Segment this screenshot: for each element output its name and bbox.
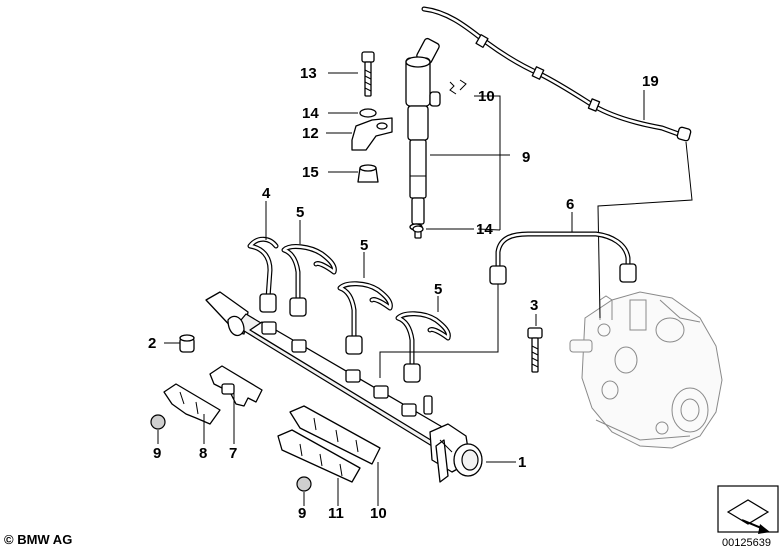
part-label-5a: 5: [296, 204, 304, 221]
injection-pipe-4: [247, 236, 279, 313]
part-label-15: 12: [302, 125, 319, 142]
clamp-11: [277, 429, 361, 483]
part-label-19: 19: [642, 73, 659, 90]
leak-off-line: [421, 6, 693, 319]
part-label-14: 14: [476, 221, 493, 238]
part-label-18: 15: [302, 164, 319, 181]
part-label-17: 14: [302, 105, 319, 122]
part-label-3: 3: [530, 297, 538, 314]
clamp-10: [289, 405, 381, 465]
part-label-4: 4: [262, 185, 271, 202]
part-label-12: 9: [522, 149, 530, 166]
bracket-7: [209, 365, 263, 407]
clamp-15: [351, 117, 393, 151]
injection-pipe-5c: [395, 311, 451, 383]
part-label-2: 2: [148, 335, 156, 352]
reference-number: 00125639: [722, 537, 771, 549]
injection-pipe-5b: [337, 281, 393, 355]
fuel-rail: [205, 291, 483, 483]
nut-9a: [150, 414, 166, 430]
part-label-5b: 5: [360, 237, 368, 254]
part-label-16: 13: [300, 65, 317, 82]
sleeve-18: [357, 164, 379, 183]
cap-2: [179, 334, 195, 353]
injection-pipe-5a: [281, 244, 337, 317]
bolt-3: [527, 327, 543, 373]
part-label-11: 11: [328, 505, 344, 522]
copyright-text: © BMW AG: [4, 532, 72, 547]
clamp-8: [163, 383, 221, 425]
direction-icon: [717, 485, 779, 534]
nut-9b: [296, 476, 312, 492]
part-label-13: 10: [478, 88, 495, 105]
part-label-7: 7: [229, 445, 237, 462]
washer-17: [359, 108, 377, 118]
part-label-6: 6: [566, 196, 574, 213]
high-pressure-pump: [569, 291, 723, 449]
bolt-16: [361, 51, 375, 97]
part-label-1: 1: [518, 454, 526, 471]
injector: [405, 37, 467, 239]
part-label-9b: 9: [298, 505, 306, 522]
part-label-5c: 5: [434, 281, 442, 298]
seal-14: [412, 225, 424, 233]
part-label-8: 8: [199, 445, 207, 462]
part-label-9a: 9: [153, 445, 161, 462]
leader-lines: [157, 72, 645, 506]
part-labels: 13 14 12 15 10 9 14 19 6 4 5 5 5 3 2 1 9…: [148, 65, 659, 522]
injection-pipe-6: [489, 231, 637, 285]
part-label-10: 10: [370, 505, 387, 522]
